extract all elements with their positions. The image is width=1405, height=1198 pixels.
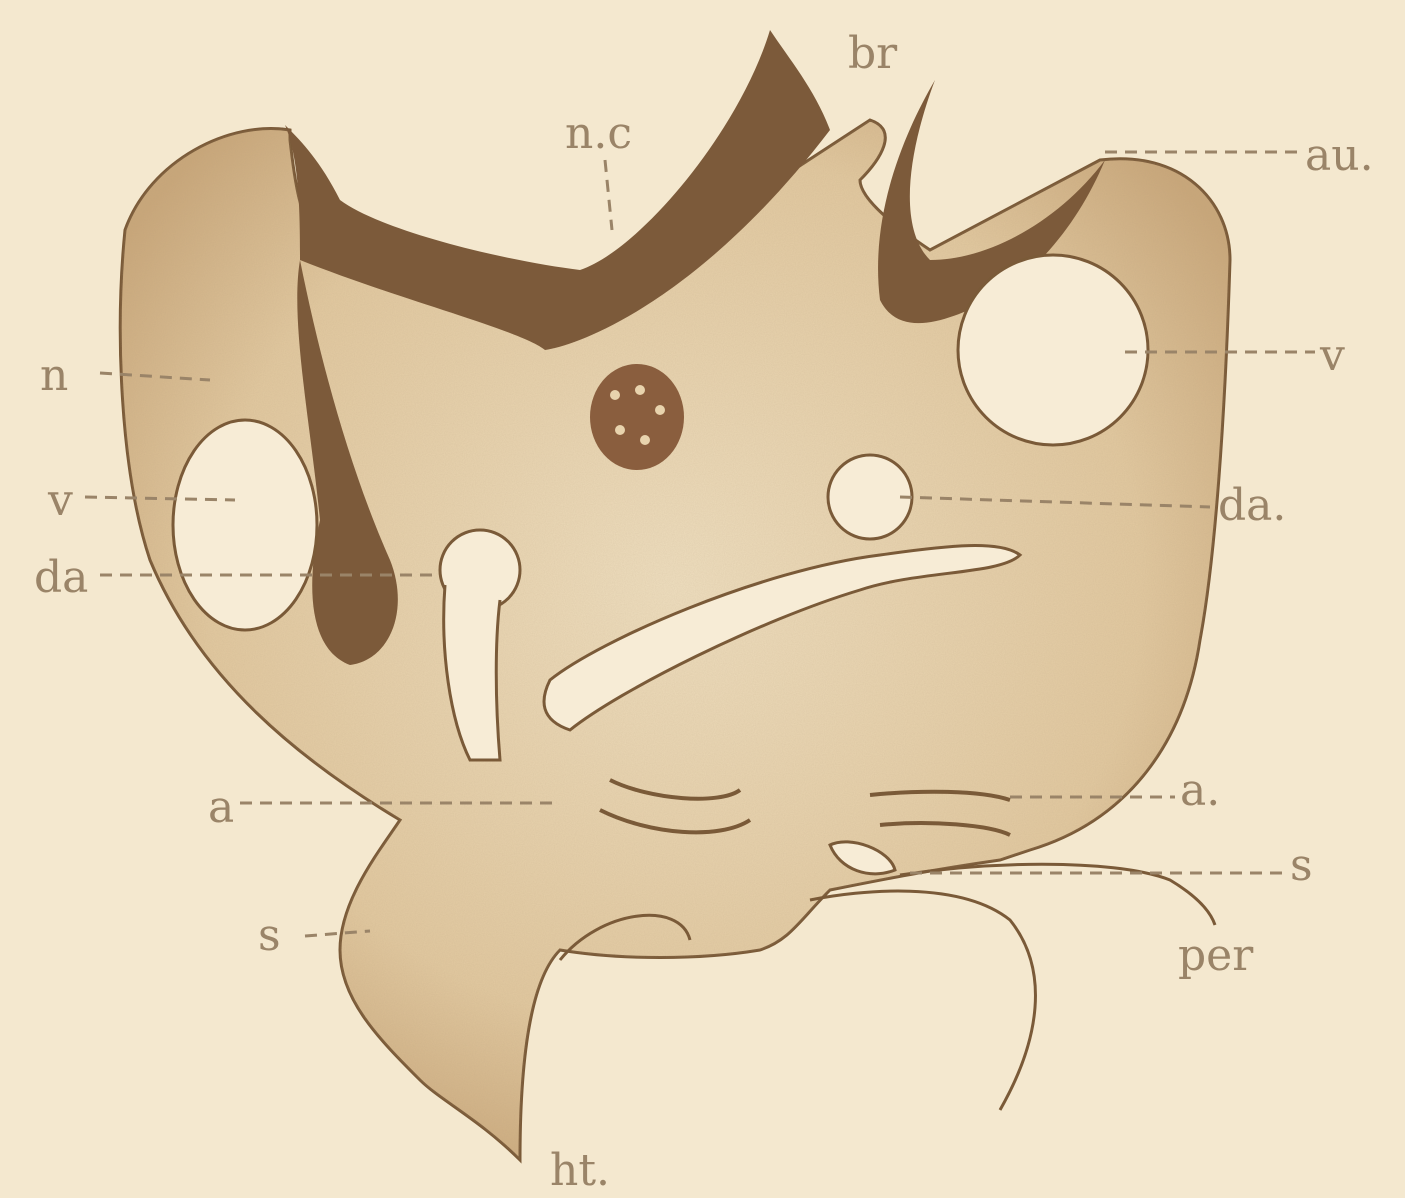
notochord <box>590 364 684 470</box>
label-au: au. <box>1305 130 1374 181</box>
label-per: per <box>1178 930 1254 981</box>
label-br: br <box>848 28 898 79</box>
label-n: n <box>40 350 68 401</box>
vein-left <box>173 420 317 630</box>
vein-right <box>958 255 1148 445</box>
label-da-right: da. <box>1218 480 1286 531</box>
aorta-right <box>828 455 912 539</box>
label-a-left: a <box>208 782 234 833</box>
label-v-left: v <box>47 475 73 526</box>
label-s-left: s <box>258 910 281 961</box>
label-v-right: v <box>1319 330 1345 381</box>
heart-loop <box>810 891 1035 1110</box>
label-a-right: a. <box>1180 765 1220 816</box>
label-nc: n.c <box>565 108 632 159</box>
label-ht: ht. <box>550 1145 610 1196</box>
label-s-right: s <box>1290 840 1313 891</box>
label-da-left: da <box>34 552 88 603</box>
